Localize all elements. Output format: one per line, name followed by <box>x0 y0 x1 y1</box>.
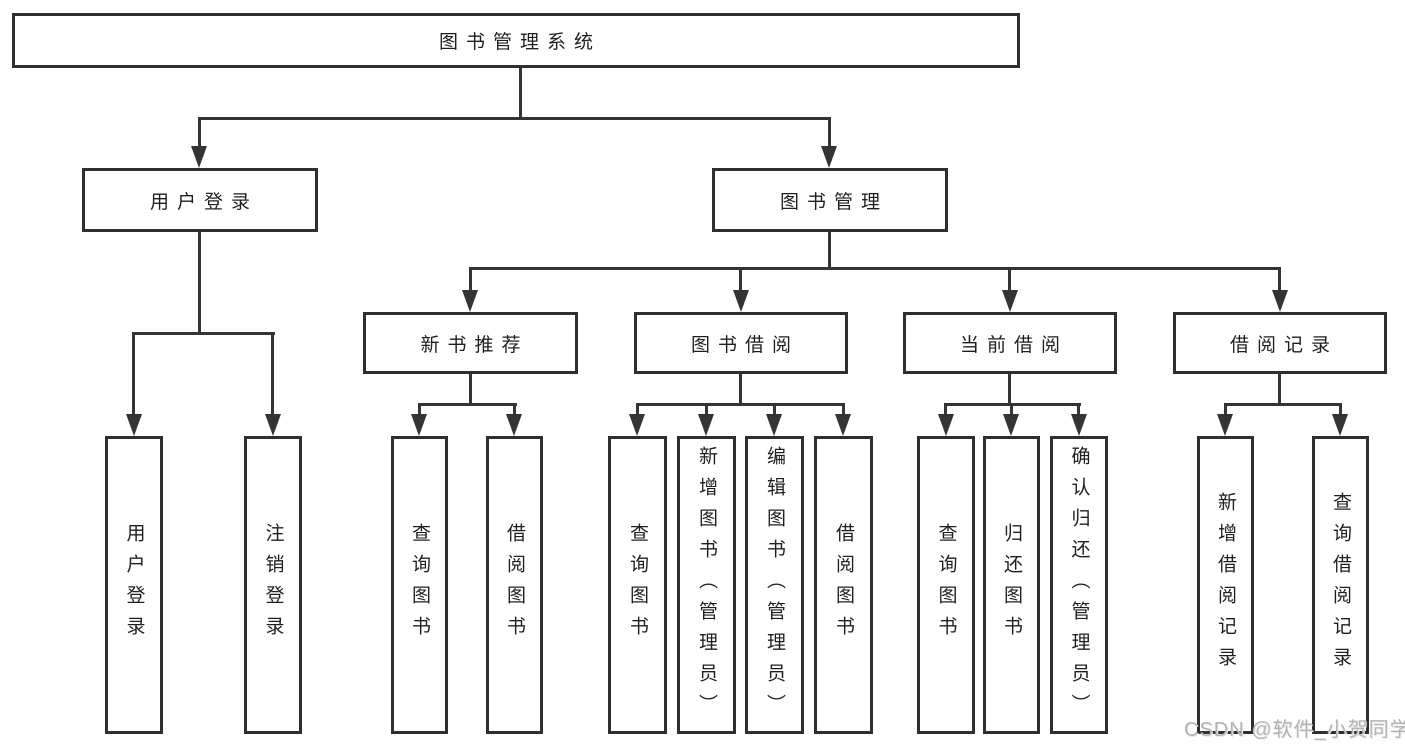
arrow-down-icon <box>835 414 851 436</box>
node-user-login-label: 用户登录 <box>149 191 258 213</box>
leaf-user-login: 用户登录 <box>105 436 163 734</box>
leaf-return-books-label: 归还图书 <box>1001 523 1022 647</box>
node-current-borrowing: 当前借阅 <box>903 312 1117 374</box>
connector-line <box>132 332 135 416</box>
connector-line <box>1008 373 1011 406</box>
leaf-borrow-books-recommend-label: 借阅图书 <box>504 523 525 647</box>
leaf-logout-label: 注销登录 <box>262 523 284 647</box>
node-borrowing-records: 借阅记录 <box>1173 312 1387 374</box>
leaf-query-books-borrow: 查询图书 <box>608 436 667 734</box>
leaf-confirm-return-admin: 确认归还（管理员） <box>1050 436 1108 734</box>
arrow-down-icon <box>265 414 281 436</box>
leaf-add-books-admin: 新增图书（管理员） <box>677 436 736 734</box>
leaf-query-books-recommend-label: 查询图书 <box>409 523 430 647</box>
leaf-query-books-current-label: 查询图书 <box>935 523 957 647</box>
leaf-add-borrow-record: 新增借阅记录 <box>1197 436 1254 734</box>
watermark: CSDN @软件_小贺同学 <box>1184 719 1405 741</box>
connector-line <box>705 403 708 417</box>
arrow-down-icon <box>766 414 782 436</box>
connector-line <box>198 117 201 149</box>
arrow-down-icon <box>191 146 207 168</box>
arrow-down-icon <box>1002 290 1018 312</box>
connector-line <box>1224 403 1342 406</box>
connector-line <box>1278 267 1281 293</box>
arrow-down-icon <box>506 414 522 436</box>
connector-line <box>132 332 275 335</box>
arrow-down-icon <box>411 414 427 436</box>
arrow-down-icon <box>1003 414 1019 436</box>
connector-line <box>636 403 845 406</box>
connector-line <box>469 267 1281 270</box>
leaf-query-books-borrow-label: 查询图书 <box>627 523 648 647</box>
connector-line <box>828 117 831 149</box>
connector-line <box>469 267 472 293</box>
arrow-down-icon <box>733 290 749 312</box>
connector-line <box>418 403 421 417</box>
connector-line <box>513 403 516 417</box>
connector-line <box>773 403 776 417</box>
leaf-borrow-books-label: 借阅图书 <box>833 523 854 647</box>
node-root: 图书管理系统 <box>12 13 1020 68</box>
leaf-confirm-return-admin-label: 确认归还（管理员） <box>1068 445 1090 725</box>
arrow-down-icon <box>126 414 142 436</box>
node-current-borrowing-label: 当前借阅 <box>959 334 1068 356</box>
connector-line <box>828 231 831 269</box>
connector-line <box>1278 373 1281 406</box>
leaf-user-login-label: 用户登录 <box>123 523 145 647</box>
connector-line <box>198 231 201 335</box>
connector-line <box>1224 403 1227 417</box>
arrow-down-icon <box>462 290 478 312</box>
leaf-return-books: 归还图书 <box>983 436 1040 734</box>
leaf-borrow-books: 借阅图书 <box>814 436 873 734</box>
leaf-edit-books-admin-label: 编辑图书（管理员） <box>764 445 785 725</box>
arrow-down-icon <box>1272 290 1288 312</box>
arrow-down-icon <box>629 414 645 436</box>
leaf-query-books-current: 查询图书 <box>917 436 975 734</box>
arrow-down-icon <box>1332 414 1348 436</box>
leaf-query-borrow-record: 查询借阅记录 <box>1312 436 1369 734</box>
connector-line <box>842 403 845 417</box>
connector-line <box>1010 403 1013 417</box>
connector-line <box>739 267 742 293</box>
connector-line <box>469 373 472 406</box>
node-book-borrowing-label: 图书借阅 <box>690 334 799 356</box>
node-new-book-recommend: 新书推荐 <box>363 312 578 374</box>
arrow-down-icon <box>821 146 837 168</box>
arrow-down-icon <box>1217 414 1233 436</box>
connector-line <box>636 403 639 417</box>
leaf-query-borrow-record-label: 查询借阅记录 <box>1330 492 1351 678</box>
node-root-label: 图书管理系统 <box>438 32 601 53</box>
leaf-edit-books-admin: 编辑图书（管理员） <box>745 436 804 734</box>
connector-line <box>739 373 742 406</box>
connector-line <box>944 403 947 417</box>
leaf-logout: 注销登录 <box>244 436 302 734</box>
connector-line <box>418 403 517 406</box>
leaf-borrow-books-recommend: 借阅图书 <box>486 436 543 734</box>
connector-line <box>1008 267 1011 293</box>
node-book-management: 图书管理 <box>712 168 948 232</box>
node-book-borrowing: 图书借阅 <box>634 312 848 374</box>
leaf-add-borrow-record-label: 新增借阅记录 <box>1215 492 1236 678</box>
node-book-management-label: 图书管理 <box>779 191 888 213</box>
arrow-down-icon <box>698 414 714 436</box>
leaf-query-books-recommend: 查询图书 <box>391 436 448 734</box>
node-user-login: 用户登录 <box>82 168 318 232</box>
leaf-add-books-admin-label: 新增图书（管理员） <box>696 445 717 725</box>
connector-line <box>1077 403 1080 417</box>
connector-line <box>1339 403 1342 417</box>
connector-line <box>198 117 831 120</box>
connector-line <box>519 66 522 119</box>
arrow-down-icon <box>1071 414 1087 436</box>
node-borrowing-records-label: 借阅记录 <box>1229 334 1338 356</box>
node-new-book-recommend-label: 新书推荐 <box>420 334 529 356</box>
arrow-down-icon <box>938 414 954 436</box>
connector-line <box>271 332 274 416</box>
